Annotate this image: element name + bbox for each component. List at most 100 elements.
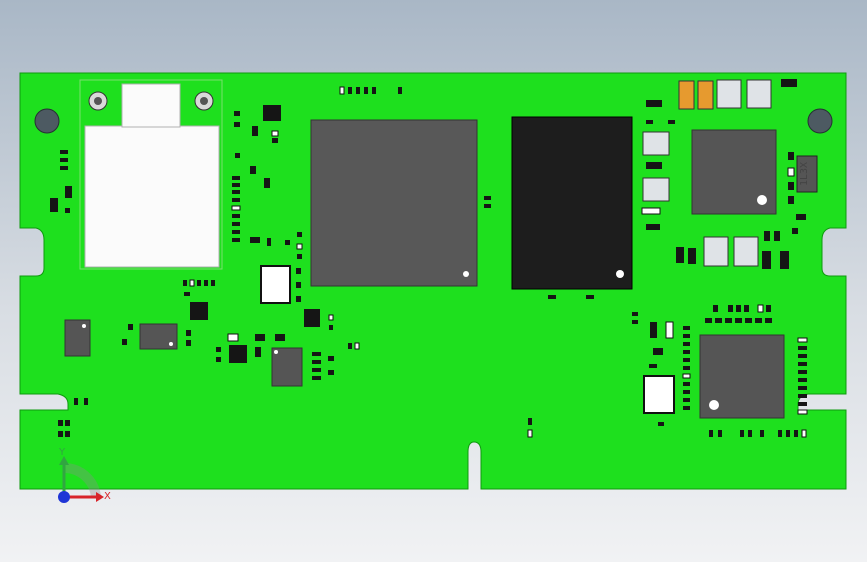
smd-component[interactable] xyxy=(60,150,68,154)
smd-component[interactable] xyxy=(216,347,221,352)
capacitor-right-1[interactable] xyxy=(642,131,670,156)
capacitor-right-4[interactable] xyxy=(733,236,759,267)
smd-component[interactable] xyxy=(275,334,285,341)
smd-component[interactable] xyxy=(74,398,78,405)
smd-component[interactable] xyxy=(527,429,533,438)
capacitor-orange-2[interactable] xyxy=(697,80,714,110)
smd-component[interactable] xyxy=(272,138,278,143)
smd-component[interactable] xyxy=(356,87,360,94)
smd-component[interactable] xyxy=(586,295,594,299)
smd-component[interactable] xyxy=(234,122,240,127)
smd-component[interactable] xyxy=(186,330,191,336)
smd-component[interactable] xyxy=(250,166,256,174)
smd-component[interactable] xyxy=(688,248,696,264)
smd-component[interactable] xyxy=(764,231,770,241)
smd-component[interactable] xyxy=(60,158,68,162)
smd-component[interactable] xyxy=(296,243,303,250)
capacitor-top-1[interactable] xyxy=(716,79,742,109)
smd-component[interactable] xyxy=(798,378,807,382)
smd-component[interactable] xyxy=(484,204,491,208)
smd-component[interactable] xyxy=(705,318,712,323)
smd-component[interactable] xyxy=(232,190,240,194)
smd-component[interactable] xyxy=(60,166,68,170)
smd-component[interactable] xyxy=(296,268,301,274)
smd-component[interactable] xyxy=(235,153,240,158)
smd-component[interactable] xyxy=(328,356,334,361)
smd-component[interactable] xyxy=(58,420,63,426)
smd-component[interactable] xyxy=(798,394,807,398)
smd-component[interactable] xyxy=(728,305,733,312)
smd-component[interactable] xyxy=(267,238,271,246)
smd-component[interactable] xyxy=(766,305,771,312)
smd-component[interactable] xyxy=(797,409,808,415)
smd-component[interactable] xyxy=(312,376,321,380)
smd-component[interactable] xyxy=(748,430,752,437)
capacitor-top-2[interactable] xyxy=(746,79,772,109)
smd-component[interactable] xyxy=(650,322,657,338)
smd-component[interactable] xyxy=(231,205,241,211)
smd-component[interactable] xyxy=(683,350,690,354)
smd-component[interactable] xyxy=(649,364,657,368)
smd-component[interactable] xyxy=(484,196,491,200)
smd-component[interactable] xyxy=(757,304,764,313)
smd-component[interactable] xyxy=(658,422,664,426)
smd-component[interactable] xyxy=(328,314,334,321)
smd-component[interactable] xyxy=(718,430,722,437)
smd-component[interactable] xyxy=(548,295,556,299)
smd-component[interactable] xyxy=(683,382,690,386)
smd-component[interactable] xyxy=(84,398,88,405)
memory-chip[interactable] xyxy=(511,116,633,290)
smd-component[interactable] xyxy=(232,222,240,226)
crystal-left[interactable] xyxy=(260,265,291,304)
smd-component[interactable] xyxy=(328,370,334,375)
smd-component[interactable] xyxy=(348,87,352,94)
smd-component[interactable] xyxy=(65,431,70,437)
smd-component[interactable] xyxy=(683,398,690,402)
smd-component[interactable] xyxy=(354,342,360,350)
smd-component[interactable] xyxy=(252,126,258,136)
smd-component[interactable] xyxy=(796,214,806,220)
smd-component[interactable] xyxy=(65,208,70,213)
smd-component[interactable] xyxy=(312,360,321,364)
smd-component[interactable] xyxy=(184,292,190,296)
smd-component[interactable] xyxy=(745,318,752,323)
smd-component[interactable] xyxy=(255,347,261,357)
smd-component[interactable] xyxy=(788,182,794,190)
smd-component[interactable] xyxy=(312,368,321,372)
smd-component[interactable] xyxy=(725,318,732,323)
smd-component[interactable] xyxy=(232,230,240,234)
smd-component[interactable] xyxy=(798,386,807,390)
smd-component[interactable] xyxy=(653,348,663,355)
smd-component[interactable] xyxy=(646,162,662,169)
smd-component[interactable] xyxy=(271,130,279,137)
smd-component[interactable] xyxy=(398,87,402,94)
smd-component[interactable] xyxy=(797,337,808,343)
soic-chip-group[interactable] xyxy=(190,105,320,363)
small-chip-1[interactable] xyxy=(64,319,91,357)
smd-component[interactable] xyxy=(234,111,240,116)
capacitor-right-3[interactable] xyxy=(703,236,729,267)
smd-component[interactable] xyxy=(786,430,790,437)
smd-component[interactable] xyxy=(528,418,532,425)
inductor[interactable] xyxy=(796,155,818,193)
smd-component[interactable] xyxy=(50,198,58,212)
smd-component[interactable] xyxy=(683,390,690,394)
smd-component[interactable] xyxy=(780,251,789,269)
smd-component[interactable] xyxy=(792,228,798,234)
smd-component[interactable] xyxy=(364,87,368,94)
main-processor[interactable] xyxy=(310,119,478,287)
smd-component[interactable] xyxy=(216,357,221,362)
smd-component[interactable] xyxy=(329,325,333,330)
smd-component[interactable] xyxy=(683,358,690,362)
smd-component[interactable] xyxy=(683,326,690,330)
smd-component[interactable] xyxy=(665,321,674,339)
smd-component[interactable] xyxy=(668,120,675,124)
smd-component[interactable] xyxy=(760,430,764,437)
smd-component[interactable] xyxy=(296,296,301,302)
smd-component[interactable] xyxy=(232,198,240,202)
smd-component[interactable] xyxy=(297,232,302,237)
capacitor-orange-1[interactable] xyxy=(678,80,695,110)
smd-component[interactable] xyxy=(122,339,127,345)
small-chip-3[interactable] xyxy=(271,347,303,387)
